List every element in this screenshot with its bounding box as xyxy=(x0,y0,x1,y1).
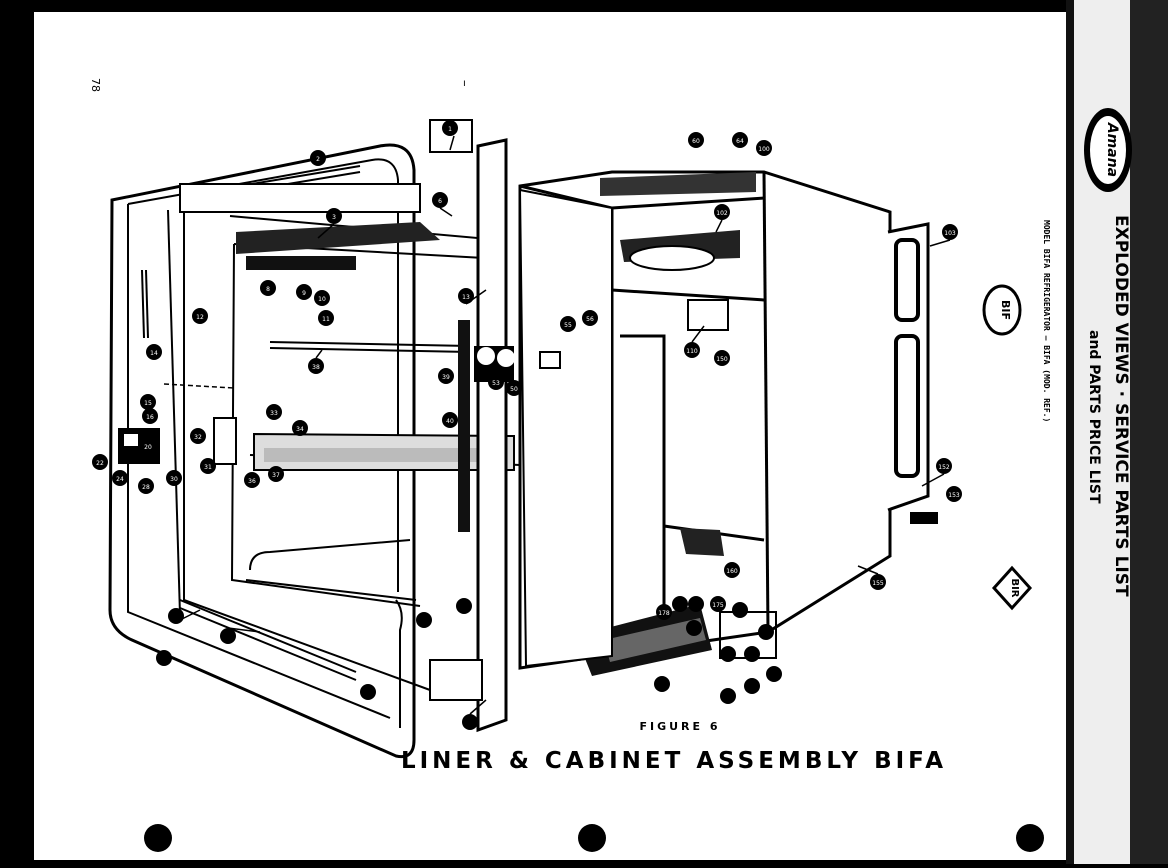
badge-bottom: BIR xyxy=(991,565,1033,611)
callout-number: 155 xyxy=(872,580,884,587)
evaporator-area xyxy=(600,172,756,331)
callout-number: 175 xyxy=(712,602,724,609)
callout-number: 100 xyxy=(758,146,770,153)
punch-hole-right xyxy=(1016,824,1044,852)
callout-number: 31 xyxy=(204,464,212,471)
callout-number: 102 xyxy=(716,210,728,217)
badge-top-text: BIF xyxy=(999,300,1012,320)
callout-number: 9 xyxy=(302,290,306,297)
callout-number: 53 xyxy=(492,380,500,387)
center-mullion xyxy=(429,119,515,733)
callout-number: 37 xyxy=(272,472,280,479)
callout-number: 3 xyxy=(332,214,336,221)
callout-number: 6 xyxy=(438,198,442,205)
callout-number: 40 xyxy=(446,418,454,425)
callout-number: 64 xyxy=(736,138,744,145)
callout-number: 160 xyxy=(726,568,738,575)
door-frame xyxy=(108,143,416,759)
punch-hole-left xyxy=(144,824,172,852)
callout-number: 30 xyxy=(170,476,178,483)
callout-number: 32 xyxy=(194,434,202,441)
callout-number: 33 xyxy=(270,410,278,417)
callout-number: 152 xyxy=(938,464,950,471)
header-model-line: MODEL BIFA REFRIGERATOR — BIFA (MOD. REF… xyxy=(1042,220,1051,422)
callout-number: 15 xyxy=(144,400,152,407)
callout-number: 8 xyxy=(266,286,270,293)
figure-title: LINER & CABINET ASSEMBLY BIFA xyxy=(401,748,947,774)
callout-number: 56 xyxy=(586,316,594,323)
callout-number: 2 xyxy=(316,156,320,163)
callout-number: 110 xyxy=(686,348,698,355)
brand-logo-text: Amana xyxy=(1104,122,1120,177)
figure-caption: FIGURE 6 xyxy=(639,720,720,733)
svg-text:ı: ı xyxy=(463,78,466,89)
header-title: EXPLODED VIEWS · SERVICE PARTS LIST xyxy=(1111,215,1131,597)
header-subtitle: and PARTS PRICE LIST xyxy=(1086,330,1102,504)
callout-number: 178 xyxy=(658,610,670,617)
leader-lines xyxy=(163,135,951,715)
callout-number: 12 xyxy=(196,314,204,321)
callout-number: 22 xyxy=(96,460,104,467)
callout-number: 60 xyxy=(692,138,700,145)
callout-number: 14 xyxy=(150,350,158,357)
callout-number: 103 xyxy=(944,230,956,237)
callout-number: 50 xyxy=(510,386,518,393)
callout-number: 16 xyxy=(146,414,154,421)
punch-hole-center xyxy=(578,824,606,852)
callout-number: 13 xyxy=(462,294,470,301)
base-grille xyxy=(429,604,777,701)
callout-number: 28 xyxy=(142,484,150,491)
callout-number: 10 xyxy=(318,296,326,303)
callout-number: 20 xyxy=(144,444,152,451)
brand-logo: Amana xyxy=(1084,108,1132,192)
badge-top: BIF xyxy=(982,284,1022,336)
callout-number: 55 xyxy=(564,322,572,329)
callout-number: 24 xyxy=(116,476,124,483)
callout-number: 153 xyxy=(948,492,960,499)
callout-number: 38 xyxy=(312,364,320,371)
callout-number: 150 xyxy=(716,356,728,363)
callout-bubbles xyxy=(92,120,962,730)
callout-number: 39 xyxy=(442,374,450,381)
callout-number: 34 xyxy=(296,426,304,433)
callout-number: 36 xyxy=(248,478,256,485)
callout-number: 1 xyxy=(448,126,452,133)
page-number: 78 xyxy=(89,78,102,92)
callout-number: 11 xyxy=(322,316,330,323)
cabinet-back-panel xyxy=(887,222,938,524)
liner-door-panel xyxy=(518,188,613,668)
badge-bottom-text: BIR xyxy=(1009,578,1020,597)
